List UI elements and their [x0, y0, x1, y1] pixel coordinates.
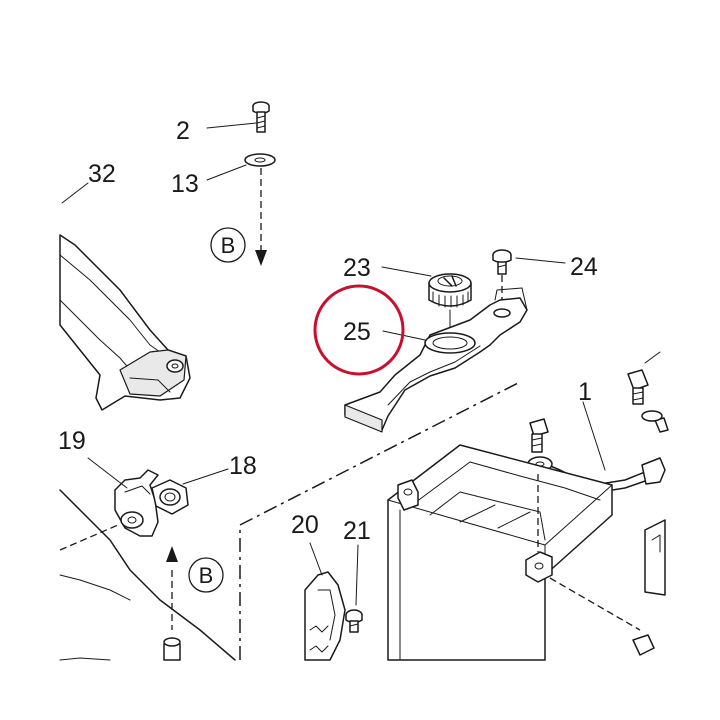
callout-24: 24	[570, 253, 598, 281]
bracket-part-25	[344, 287, 528, 433]
nut-part-18	[151, 479, 189, 515]
cap-part-23	[428, 273, 472, 308]
callout-13: 13	[171, 170, 199, 198]
callout-19: 19	[58, 427, 86, 455]
callout-20: 20	[291, 511, 319, 539]
clip-part-20	[304, 571, 346, 661]
callout-1: 1	[578, 378, 592, 406]
stud-bottom	[163, 637, 181, 661]
frame-part-32	[59, 234, 191, 411]
callout-23: 23	[343, 254, 371, 282]
reference-b-top-label: B	[221, 233, 236, 258]
battery	[387, 444, 655, 661]
arrow-up-icon	[166, 546, 178, 562]
bolt-part-24	[492, 249, 512, 275]
callout-2: 2	[176, 117, 190, 145]
screw-part-21	[345, 609, 363, 633]
callout-18: 18	[229, 452, 257, 480]
bolt-right-edge	[627, 351, 663, 422]
screw-part-2	[252, 101, 270, 133]
callout-25: 25	[343, 318, 371, 346]
reference-b-bottom	[188, 557, 224, 593]
callout-21: 21	[343, 517, 371, 545]
callout-32: 32	[88, 160, 116, 188]
reference-b-top	[210, 227, 246, 263]
lower-frame-outline	[59, 489, 236, 661]
battery-bolt	[529, 418, 549, 453]
assembly-boundary-lines	[239, 381, 521, 660]
washer-part-13	[244, 153, 276, 167]
highlight-circle	[313, 284, 405, 376]
arrow-down-icon	[255, 250, 267, 266]
component-right-edge	[644, 519, 666, 596]
reference-b-bottom-label: B	[199, 563, 214, 588]
bracket-part-19	[114, 469, 159, 537]
